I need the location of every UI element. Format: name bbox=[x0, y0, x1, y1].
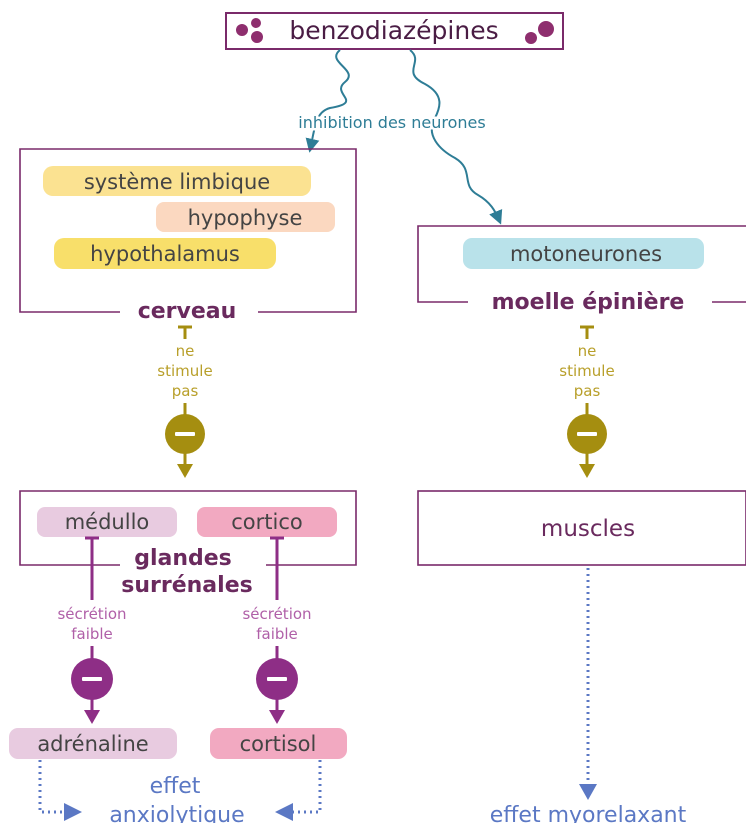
arrow-head bbox=[579, 784, 597, 800]
inhibition-label: inhibition des neurones bbox=[298, 113, 485, 132]
molecule-dot bbox=[236, 24, 248, 36]
inhibit-link-left: ne stimule pas bbox=[140, 325, 230, 478]
secretion-label-line1: sécrétion bbox=[242, 605, 311, 623]
medullo-label: médullo bbox=[65, 510, 150, 534]
cortico-label: cortico bbox=[231, 510, 303, 534]
secretion-label-line2: faible bbox=[71, 625, 113, 643]
adrenaline-label: adrénaline bbox=[37, 732, 148, 756]
arrow-head bbox=[269, 710, 285, 724]
inhibit-label-line3: pas bbox=[574, 382, 601, 400]
secretion-label-line1: sécrétion bbox=[57, 605, 126, 623]
cerveau-title: cerveau bbox=[138, 299, 237, 324]
systeme-limbique-label: système limbique bbox=[84, 170, 270, 194]
arrow-head bbox=[275, 803, 293, 821]
molecule-dot bbox=[538, 21, 554, 37]
secretion-link-right: sécrétion faible bbox=[227, 536, 327, 724]
anxiolytique-line2: anxiolytique bbox=[109, 803, 244, 823]
arrow-head bbox=[177, 464, 193, 478]
adrenaline-pill bbox=[9, 728, 177, 759]
benzodiazepines-label: benzodiazépines bbox=[289, 16, 498, 45]
dotted-arrow-left bbox=[38, 760, 64, 814]
cortisol-pill bbox=[210, 728, 347, 759]
dotted-arrow-right bbox=[293, 760, 322, 814]
cortico-pill bbox=[197, 507, 337, 537]
myorelaxant-label: effet myorelaxant bbox=[490, 803, 687, 823]
cerveau-node: système limbique hypophyse hypothalamus … bbox=[19, 148, 357, 324]
inhibit-label-line2: stimule bbox=[559, 362, 614, 380]
benzodiazepines-box bbox=[225, 12, 564, 50]
inhibit-label-line3: pas bbox=[172, 382, 199, 400]
inhibit-link-right: ne stimule pas bbox=[542, 325, 632, 478]
molecule-dot bbox=[251, 18, 261, 28]
molecule-dot bbox=[525, 32, 537, 44]
motoneurones-pill bbox=[463, 238, 704, 269]
cerveau-box bbox=[19, 148, 357, 313]
glandes-title-line2: surrénales bbox=[121, 573, 252, 598]
arrow-head bbox=[64, 803, 82, 821]
medullo-pill bbox=[37, 507, 177, 537]
glandes-node: médullo cortico glandes surrénales bbox=[19, 490, 357, 598]
muscles-box bbox=[417, 490, 746, 566]
secretion-label-line2: faible bbox=[256, 625, 298, 643]
secretion-link-left: sécrétion faible bbox=[42, 536, 142, 724]
wave-arrow-right bbox=[409, 49, 503, 225]
hypothalamus-label: hypothalamus bbox=[90, 242, 240, 266]
muscles-label: muscles bbox=[541, 516, 635, 542]
glandes-box bbox=[19, 490, 357, 566]
motoneurones-label: motoneurones bbox=[510, 242, 662, 266]
inhibit-label-line1: ne bbox=[176, 342, 195, 360]
hypothalamus-pill bbox=[54, 238, 276, 269]
inhibit-label-line1: ne bbox=[578, 342, 597, 360]
wave-arrow-left bbox=[305, 49, 350, 153]
anxiolytique-line1: effet bbox=[150, 774, 201, 799]
systeme-limbique-pill bbox=[43, 166, 311, 196]
molecule-dot bbox=[251, 31, 263, 43]
inhibit-label-line2: stimule bbox=[157, 362, 212, 380]
benzodiazepines-node: benzodiazépines bbox=[225, 12, 564, 50]
cortisol-label: cortisol bbox=[240, 732, 317, 756]
glandes-title-line1: glandes bbox=[134, 546, 232, 571]
moelle-box bbox=[417, 225, 746, 303]
moelle-title: moelle épinière bbox=[492, 290, 685, 315]
arrow-head bbox=[579, 464, 595, 478]
hypophyse-pill bbox=[156, 202, 335, 232]
muscles-node: muscles bbox=[417, 490, 746, 566]
moelle-node: motoneurones moelle épinière bbox=[417, 225, 746, 315]
hypophyse-label: hypophyse bbox=[188, 206, 303, 230]
arrow-head bbox=[84, 710, 100, 724]
